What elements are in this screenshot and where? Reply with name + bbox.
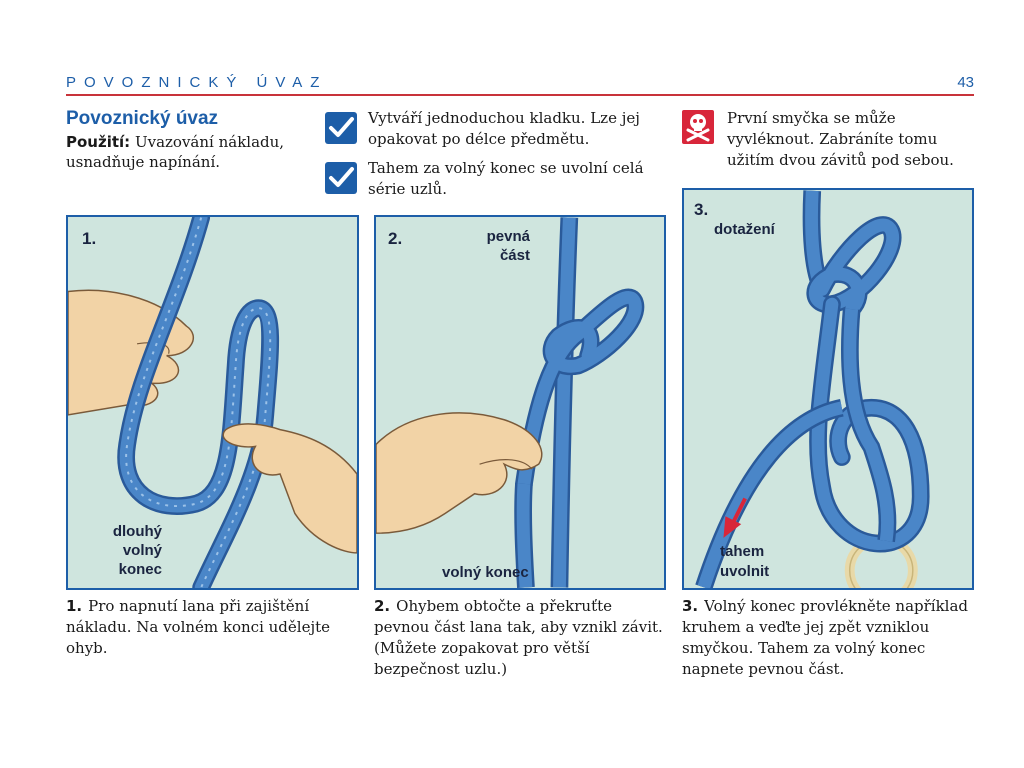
step-1-text: Pro napnutí lana při zajištění nákladu. … xyxy=(66,597,331,657)
long-free-end-label-2: volný xyxy=(122,542,162,559)
usage-description: Použití: Uvazování nákladu, usnadňuje na… xyxy=(66,132,326,172)
standing-part-label-1: pevná xyxy=(486,228,530,245)
header-rule xyxy=(66,94,974,96)
step-3-caption: 3.Volný konec provlékněte například kruh… xyxy=(682,596,978,680)
tighten-label: dotažení xyxy=(714,221,775,238)
step-2-illustration: 2. pevná část volný konec xyxy=(374,215,666,590)
step-3-number: 3. xyxy=(682,597,699,615)
chapter-title: POVOZNICKÝ ÚVAZ xyxy=(66,74,328,91)
step-1-number: 1. xyxy=(66,597,83,615)
standing-part-label-2: část xyxy=(499,247,530,264)
step-1-caption: 1.Pro napnutí lana při zajištění nákladu… xyxy=(66,596,356,659)
knot-title: Povoznický úvaz xyxy=(66,108,219,129)
usage-label: Použití: xyxy=(66,133,131,151)
page-number: 43 xyxy=(957,74,974,91)
step-1-number-label: 1. xyxy=(82,229,97,248)
skull-crossbones-icon xyxy=(682,110,714,144)
release-label-1: tahem xyxy=(720,543,765,560)
free-end-label: volný konec xyxy=(442,564,529,581)
checkmark-icon xyxy=(325,162,357,194)
step-2-number-label: 2. xyxy=(388,229,403,248)
long-free-end-label-3: konec xyxy=(118,561,162,578)
step-1-illustration: 1. dlouhý volný konec xyxy=(66,215,359,590)
usage-text: Uvazování nákladu, usnadňuje napínání. xyxy=(66,133,285,171)
pro-text-1: Vytváří jednoduchou kladku. Lze jej opak… xyxy=(368,109,640,148)
step-2-number: 2. xyxy=(374,597,391,615)
pro-text-2: Tahem za volný konec se uvolní celá séri… xyxy=(368,159,644,198)
step-3-illustration: 3. dotažení tahem uvolnit xyxy=(682,188,974,590)
step-2-text: Ohybem obtočte a překruťte pevnou část l… xyxy=(374,597,663,678)
long-free-end-label-1: dlouhý xyxy=(112,523,162,540)
release-label-2: uvolnit xyxy=(720,563,770,580)
checkmark-icon xyxy=(325,112,357,144)
step-3-text: Volný konec provlékněte například kruhem… xyxy=(682,597,969,678)
warning-text: První smyčka se může vyvléknout. Zabrání… xyxy=(727,109,954,169)
step-3-number-label: 3. xyxy=(694,200,709,219)
step-2-caption: 2.Ohybem obtočte a překruťte pevnou část… xyxy=(374,596,670,680)
